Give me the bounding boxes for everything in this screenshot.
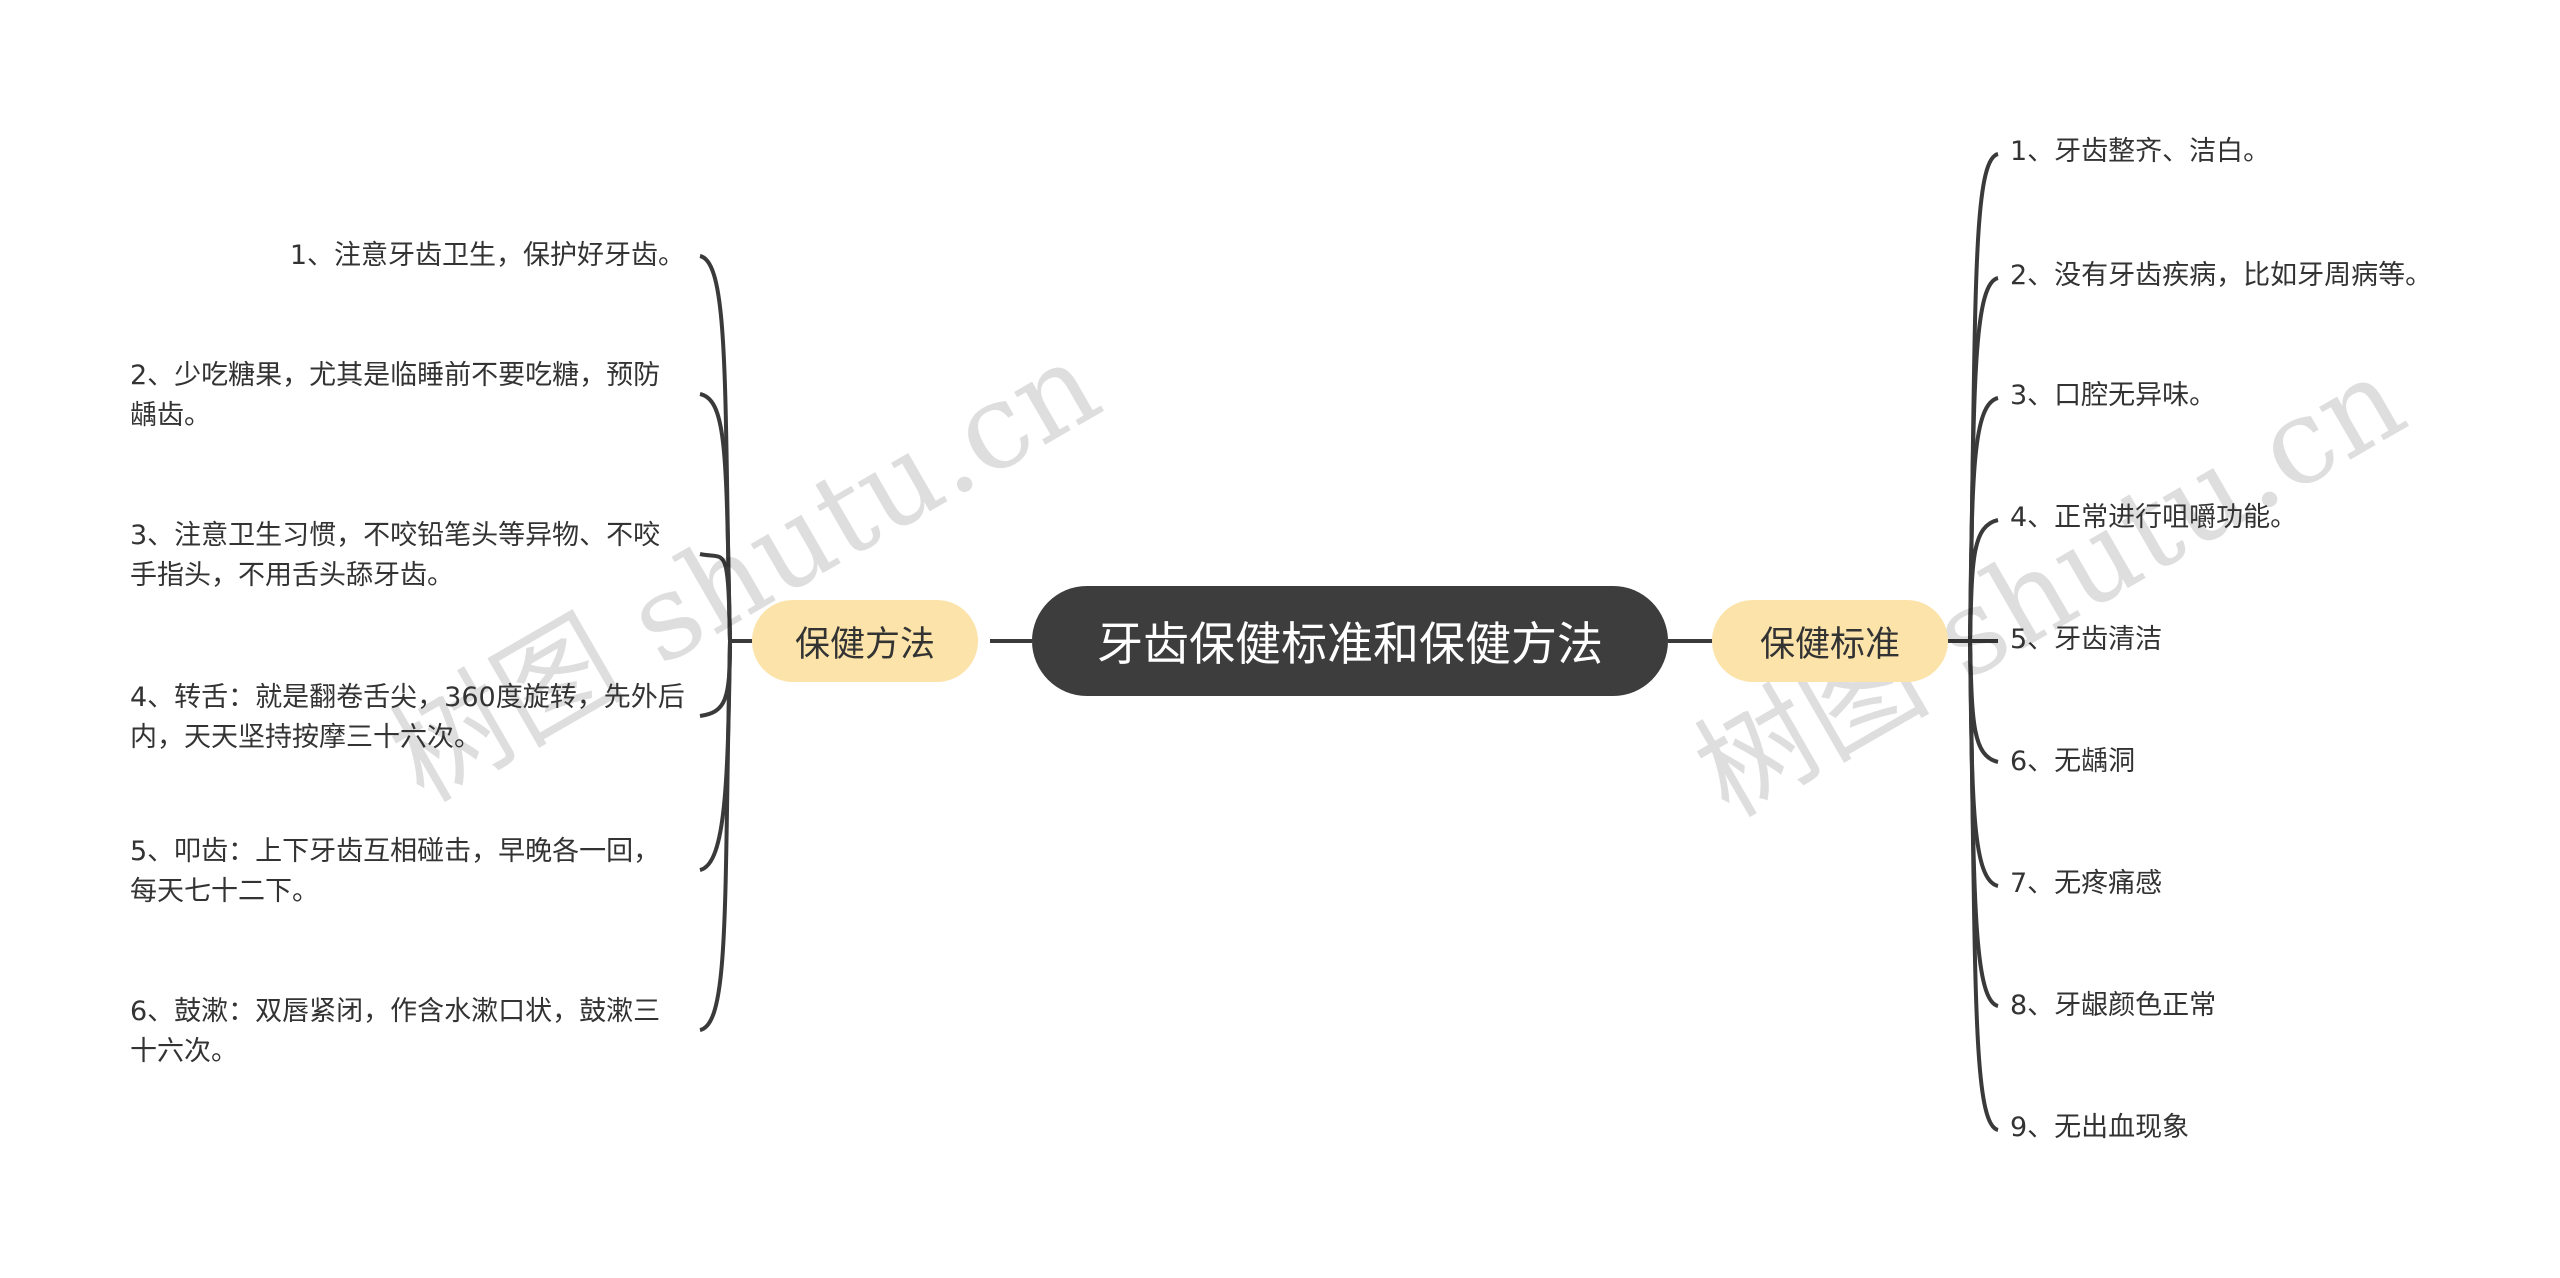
- leaf-method-6[interactable]: 6、鼓漱：双唇紧闭，作含水漱口状，鼓漱三十六次。: [130, 996, 661, 1067]
- leaf-standard-4[interactable]: 4、正常进行咀嚼功能。: [2010, 502, 2298, 533]
- leaf-method-3[interactable]: 3、注意卫生习惯，不咬铅笔头等异物、不咬手指头，不用舌头舔牙齿。: [130, 520, 661, 591]
- root-title: 牙齿保健标准和保健方法: [1097, 617, 1603, 671]
- leaf-method-4[interactable]: 4、转舌：就是翻卷舌尖，360度旋转，先外后内，天天坚持按摩三十六次。: [130, 682, 685, 753]
- leaf-standard-7[interactable]: 7、无疼痛感: [2010, 868, 2163, 899]
- leaf-standard-5[interactable]: 5、牙齿清洁: [2010, 624, 2163, 655]
- branch-node-standards[interactable]: 保健标准: [1712, 600, 1948, 682]
- leaf-standard-8[interactable]: 8、牙龈颜色正常: [2010, 990, 2217, 1021]
- leaf-method-5[interactable]: 5、叩齿：上下牙齿互相碰击，早晚各一回，每天七十二下。: [130, 836, 661, 907]
- branch-label-standards: 保健标准: [1759, 624, 1900, 665]
- leaf-standard-9[interactable]: 9、无出血现象: [2010, 1112, 2190, 1143]
- leaf-method-1[interactable]: 1、注意牙齿卫生，保护好牙齿。: [289, 240, 685, 271]
- leaf-standard-6[interactable]: 6、无龋洞: [2010, 746, 2136, 777]
- branch-node-methods[interactable]: 保健方法: [752, 600, 978, 682]
- root-node[interactable]: 牙齿保健标准和保健方法: [1032, 586, 1668, 696]
- branch-label-methods: 保健方法: [794, 624, 935, 665]
- leaf-method-2[interactable]: 2、少吃糖果，尤其是临睡前不要吃糖，预防龋齿。: [130, 360, 661, 431]
- left-bracket: [699, 254, 732, 1032]
- leaf-standard-2[interactable]: 2、没有牙齿疾病，比如牙周病等。: [2010, 260, 2433, 291]
- right-bracket: [1968, 152, 1999, 1132]
- leaf-standard-1[interactable]: 1、牙齿整齐、洁白。: [2010, 136, 2271, 167]
- leaf-standard-3[interactable]: 3、口腔无异味。: [2010, 380, 2217, 411]
